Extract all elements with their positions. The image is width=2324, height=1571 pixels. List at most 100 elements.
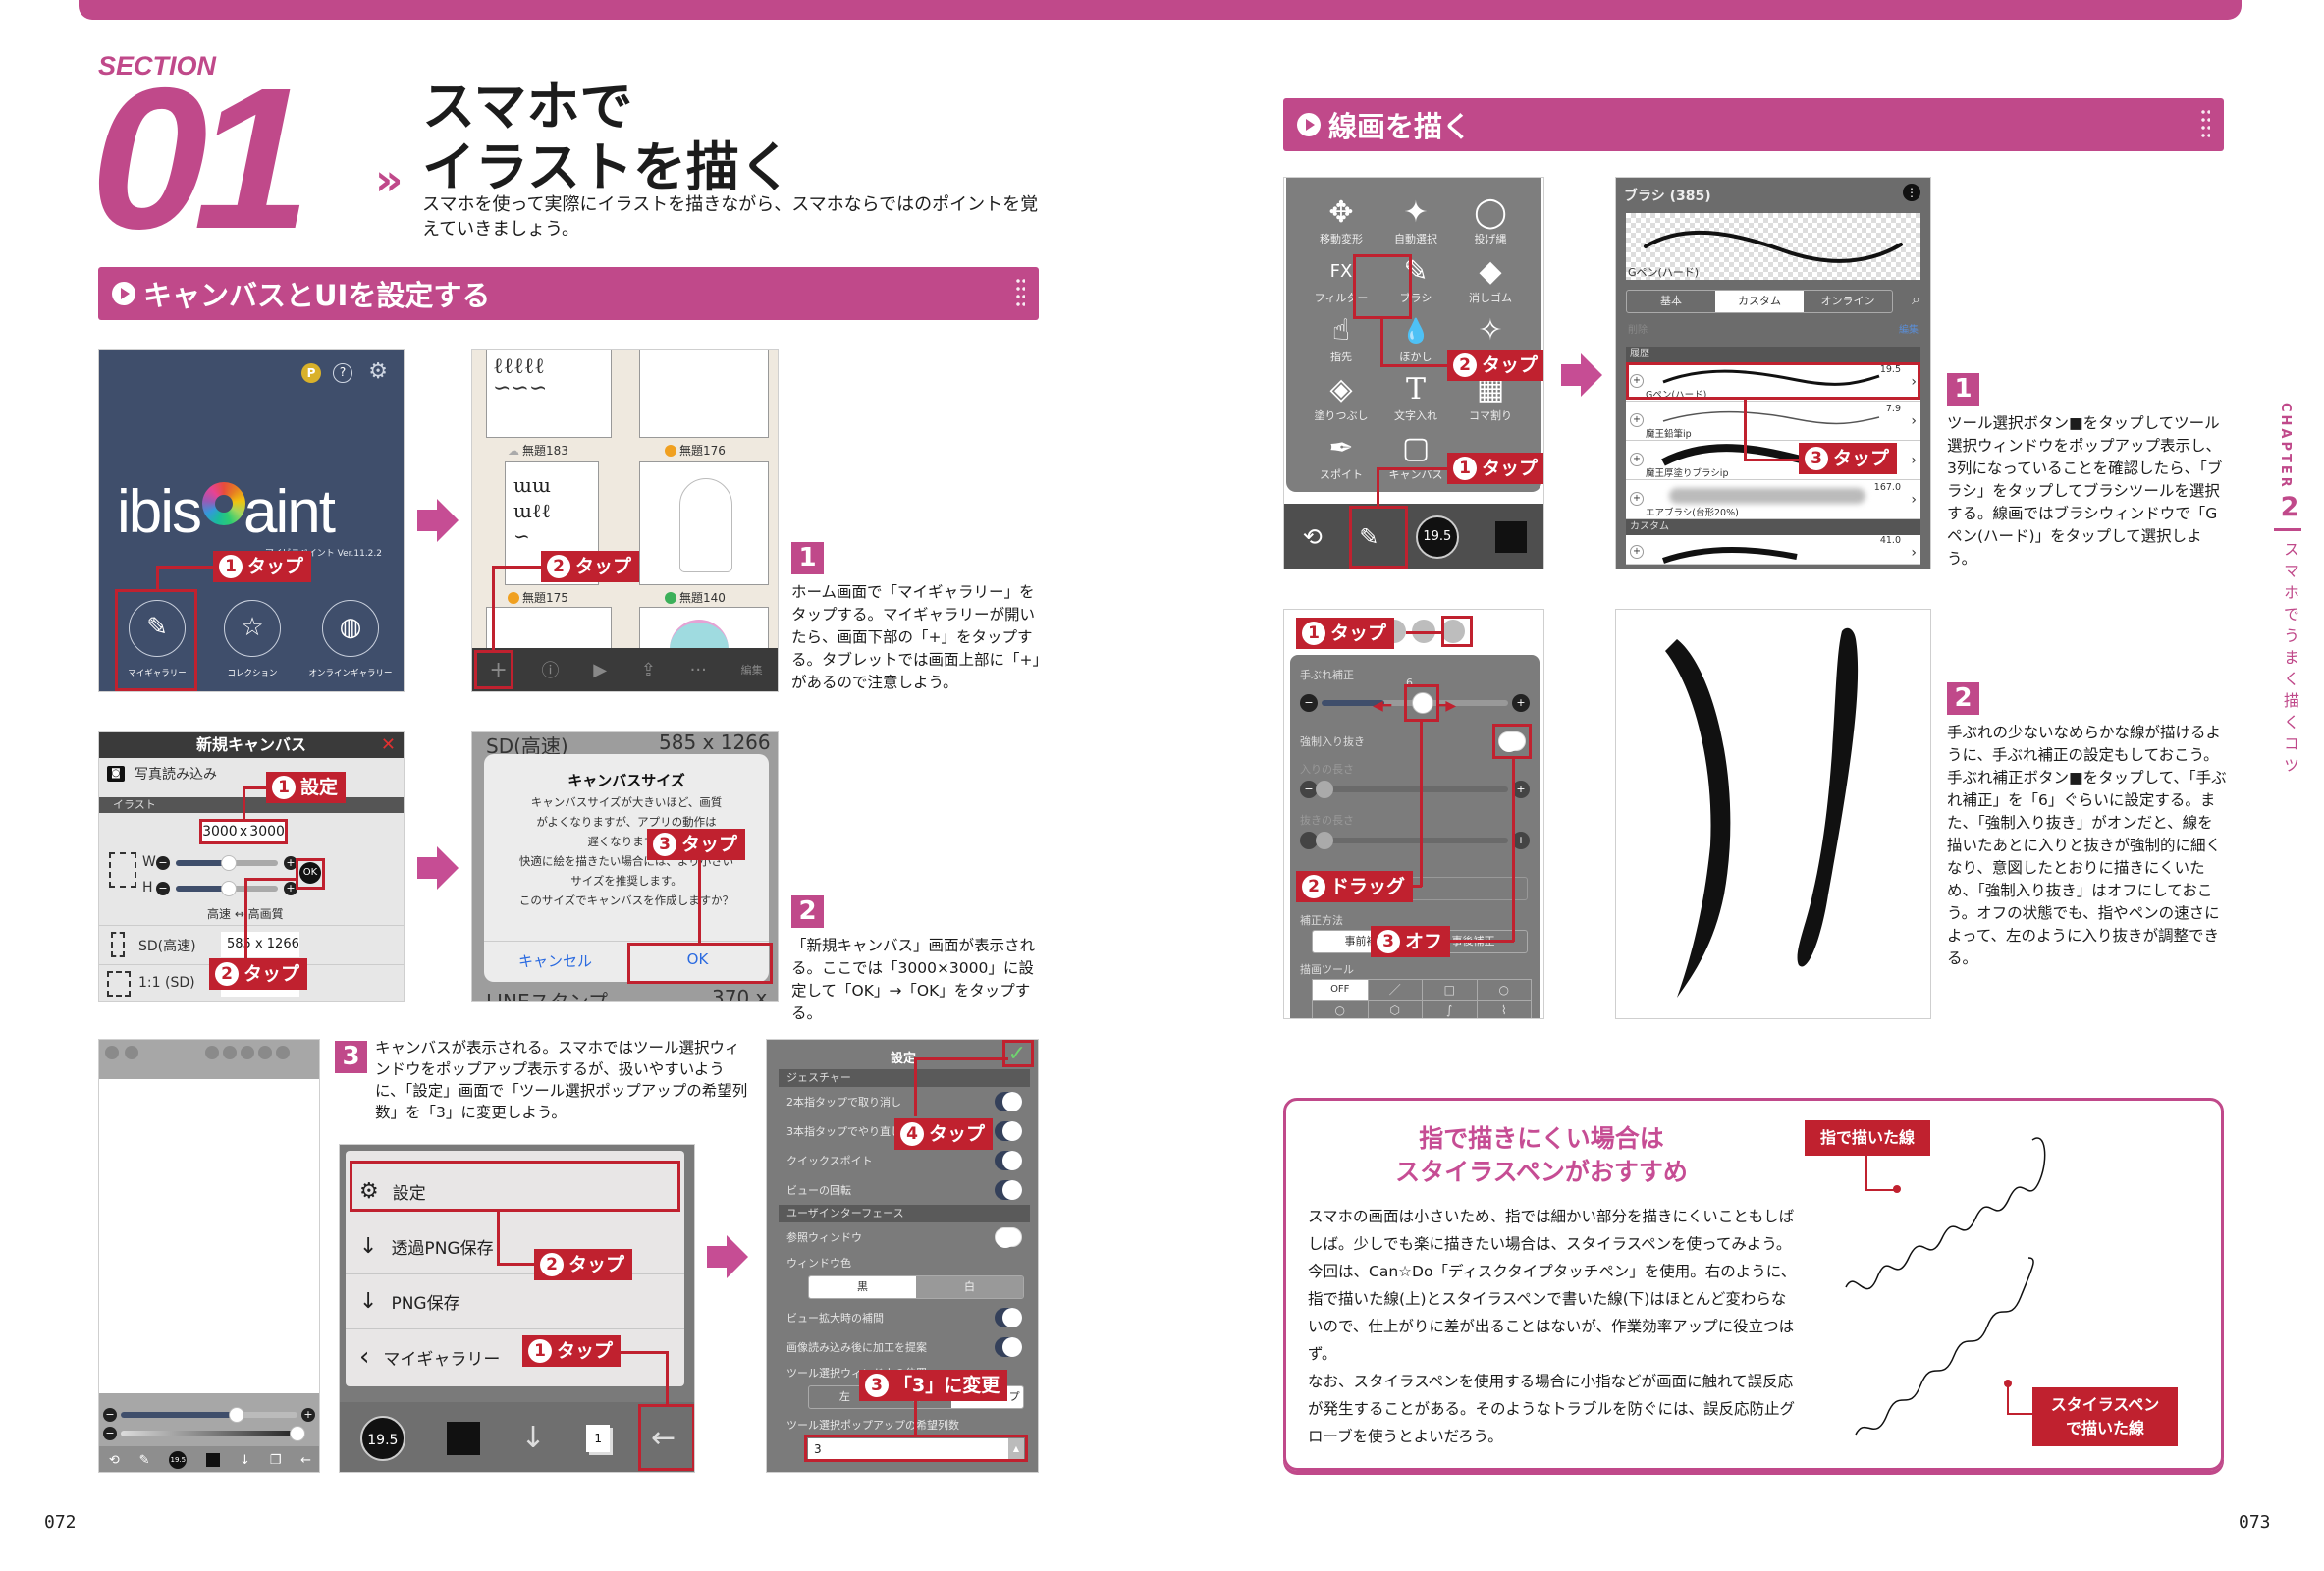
tab-online[interactable]: オンライン [1820, 295, 1875, 307]
taper-in-slider[interactable] [1322, 786, 1508, 792]
polygon-icon[interactable]: ⬡ [1367, 1000, 1422, 1018]
tool-lasso[interactable]: ◯投げ縄 [1453, 195, 1528, 246]
coin-icon[interactable]: P [301, 363, 321, 383]
my-gallery-button[interactable]: ✎ マイギャラリー [113, 600, 201, 678]
reference-icon[interactable] [276, 1046, 290, 1059]
delete-button[interactable]: 削除 [1628, 325, 1648, 336]
slider-knob[interactable] [221, 855, 237, 871]
circle-icon[interactable]: ○ [1476, 980, 1532, 1000]
brush-row[interactable]: + エアブラシ(台形20%) 167.0 › [1626, 480, 1920, 519]
done-check-icon[interactable]: ✓ [1007, 1042, 1026, 1066]
width-input[interactable]: 3000 [202, 824, 238, 840]
layers-icon[interactable]: ❐ [269, 1452, 282, 1468]
transform-icon[interactable]: ⟲ [1302, 523, 1323, 551]
opacity-slider[interactable] [121, 1431, 297, 1436]
size-input[interactable]: 3000 x 3000 [201, 821, 286, 842]
close-icon[interactable]: ✕ [380, 734, 396, 755]
minus-icon[interactable]: − [156, 856, 170, 870]
ok-button[interactable]: OK [686, 950, 709, 968]
menu-item-save-png[interactable]: ↓ PNG保存 [346, 1274, 684, 1329]
minus-icon[interactable]: − [1300, 781, 1318, 798]
plus-icon[interactable]: + [1512, 832, 1530, 849]
tool-move[interactable]: ✥移動変形 [1304, 195, 1378, 246]
add-button[interactable]: + [489, 657, 508, 682]
add-icon[interactable]: + [1630, 453, 1644, 466]
selection-icon[interactable] [223, 1046, 237, 1059]
search-icon[interactable]: ⌕ [1912, 290, 1920, 308]
preset-row[interactable]: SD(高速) 585 x 1266 [99, 925, 404, 962]
setting-row[interactable]: 2本指タップで取り消し [779, 1087, 1030, 1116]
cancel-button[interactable]: キャンセル [517, 952, 592, 970]
setting-row[interactable]: クイックスポイト [779, 1146, 1030, 1175]
height-input[interactable]: 3000 [249, 824, 285, 840]
segment-white[interactable]: 白 [916, 1276, 1023, 1298]
window-color-segment[interactable]: 黒 白 [808, 1275, 1024, 1299]
brush-row[interactable]: + 41.0 › [1626, 535, 1920, 565]
gallery-thumbnail[interactable] [639, 350, 769, 438]
toggle-switch[interactable] [995, 1151, 1022, 1170]
brush-tabs[interactable]: 基本 カスタム オンライン [1626, 290, 1893, 313]
tool-canvas[interactable]: ▢キャンバス [1378, 431, 1453, 482]
add-icon[interactable]: + [1630, 545, 1644, 559]
tool-smudge[interactable]: ☝指先 [1304, 313, 1378, 364]
back-arrow-icon[interactable]: ← [650, 1421, 676, 1455]
menu-item-settings[interactable]: ⚙ 設定 [346, 1165, 684, 1219]
brush-tool-button[interactable]: ✎ [1359, 523, 1379, 551]
gallery-thumbnail[interactable] [639, 461, 769, 585]
tool-brush[interactable]: ✎ブラシ [1378, 254, 1453, 305]
taper-out-slider[interactable] [1322, 838, 1508, 843]
brush-icon[interactable]: ✎ [138, 1452, 150, 1468]
brush-size-indicator[interactable]: 19.5 [359, 1415, 405, 1461]
photo-import-row[interactable]: ◙ 写真読み込み [107, 764, 217, 784]
back-arrow-icon[interactable]: ← [300, 1452, 312, 1468]
plus-icon[interactable]: + [301, 1408, 315, 1422]
brush-size-indicator[interactable]: 19.5 [169, 1451, 188, 1469]
plus-icon[interactable]: + [1512, 694, 1530, 712]
plus-icon[interactable]: + [1512, 781, 1530, 798]
menu-item-save-transparent-png[interactable]: ↓ 透過PNG保存 [346, 1219, 684, 1274]
color-swatch[interactable] [206, 1453, 221, 1467]
collection-button[interactable]: ☆ コレクション [208, 600, 297, 678]
slider-knob[interactable] [221, 881, 237, 896]
draw-tool-off[interactable]: OFF [1313, 980, 1368, 1000]
force-taper-toggle[interactable] [1498, 731, 1526, 752]
polyline-icon[interactable]: ⌇ [1476, 1000, 1531, 1018]
tool-eraser[interactable]: ◆消しゴム [1453, 254, 1528, 305]
more-icon[interactable]: ··· [689, 659, 707, 680]
setting-row[interactable]: 画像読み込み後に加工を提案 [779, 1332, 1030, 1362]
segment-black[interactable]: 黒 [809, 1276, 916, 1298]
setting-row[interactable]: ビュー拡大時の補間 [779, 1303, 1030, 1332]
edit-button[interactable]: 編集 [740, 664, 763, 677]
minus-icon[interactable]: − [156, 882, 170, 895]
ok-button[interactable]: OK [299, 862, 321, 884]
minus-icon[interactable]: − [103, 1427, 117, 1440]
toggle-switch[interactable] [995, 1092, 1022, 1111]
toolbar-icon[interactable] [205, 1046, 219, 1059]
slider-knob[interactable] [229, 1407, 244, 1423]
undo-icon[interactable] [105, 1046, 119, 1059]
line-icon[interactable]: ／ [1367, 980, 1423, 1000]
rectangle-icon[interactable]: □ [1422, 980, 1477, 1000]
curve-icon[interactable]: ∫ [1422, 1000, 1477, 1018]
toggle-switch[interactable] [995, 1227, 1022, 1248]
color-swatch[interactable] [1495, 521, 1528, 553]
play-icon[interactable]: ▶ [593, 659, 608, 680]
brush-size-slider[interactable] [121, 1412, 297, 1418]
slider-knob[interactable] [1412, 692, 1433, 714]
toggle-switch[interactable] [995, 1121, 1022, 1141]
menu-item-my-gallery[interactable]: ‹ マイギャラリー [346, 1329, 684, 1384]
setting-row[interactable]: 3本指タップでやり直し [779, 1116, 1030, 1146]
setting-row[interactable]: ビューの回転 [779, 1175, 1030, 1205]
minus-icon[interactable]: − [103, 1408, 117, 1422]
toggle-switch[interactable] [995, 1308, 1022, 1327]
download-icon[interactable]: ↓ [520, 1421, 546, 1455]
transform-icon[interactable]: ⟲ [108, 1452, 120, 1468]
tool-fill[interactable]: ◈塗りつぶし [1304, 372, 1378, 423]
download-icon[interactable]: ↓ [239, 1452, 250, 1468]
plus-icon[interactable]: + [284, 882, 297, 895]
drawing-canvas[interactable] [99, 1079, 319, 1393]
tool-special-pen[interactable]: ✧ [1453, 313, 1528, 364]
tool-eyedropper[interactable]: ✒スポイト [1304, 431, 1378, 482]
color-swatch[interactable] [446, 1421, 480, 1455]
